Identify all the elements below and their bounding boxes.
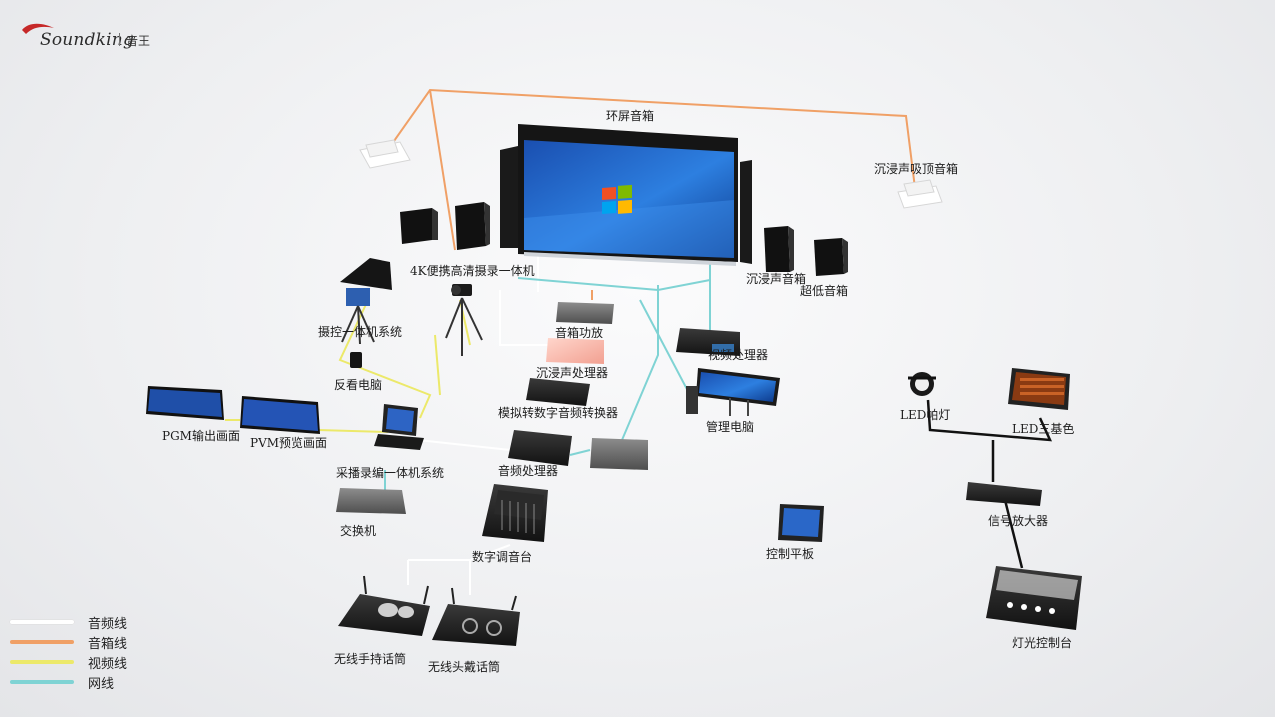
label-immersive-speaker: 沉浸声音箱 xyxy=(746,272,807,286)
immersive-processor-device xyxy=(546,338,604,364)
label-speaker-amp: 音箱功放 xyxy=(555,326,604,340)
audio-processor-device xyxy=(508,430,572,466)
grey-rack-device xyxy=(590,438,648,470)
label-led-par: LED帕灯 xyxy=(900,408,951,422)
audio-cables xyxy=(407,250,560,595)
legend-label: 音箱线 xyxy=(88,637,128,652)
network-switch-device xyxy=(336,488,406,514)
label-switch: 交换机 xyxy=(340,524,377,538)
adc-device xyxy=(526,378,590,406)
digital-mixer-device xyxy=(482,484,548,542)
wireless-handheld-receiver xyxy=(338,575,430,636)
label-video-processor: 视频处理器 xyxy=(708,348,769,362)
legend-swatch xyxy=(10,680,74,684)
label-pgm-output: PGM输出画面 xyxy=(162,429,240,443)
label-immersive-processor: 沉浸声处理器 xyxy=(536,366,609,380)
label-lighting-console: 灯光控制台 xyxy=(1012,636,1073,650)
legend-item: 网线 xyxy=(10,672,150,692)
ceiling-speaker-right xyxy=(897,179,943,209)
admin-pc-monitor xyxy=(686,368,780,416)
legend-item: 视频线 xyxy=(10,652,150,672)
immersive-speaker-cab xyxy=(764,226,794,272)
label-adc: 模拟转数字音频转换器 xyxy=(498,406,619,420)
label-pvm-preview: PVM预览画面 xyxy=(250,436,328,450)
label-return-monitor: 反看电脑 xyxy=(334,378,383,392)
legend-item: 音频线 xyxy=(10,612,150,632)
label-signal-amp: 信号放大器 xyxy=(988,514,1049,528)
label-ceiling-speaker: 沉浸声吸顶音箱 xyxy=(874,162,959,176)
label-subwoofer: 超低音箱 xyxy=(800,284,849,298)
ceiling-speaker-left xyxy=(359,139,411,169)
speaker-amp-device xyxy=(556,302,614,324)
video-cables xyxy=(225,299,471,433)
label-surround-speaker: 环屏音箱 xyxy=(606,109,655,123)
logo-wordmark: Soundking xyxy=(40,30,135,50)
logo-divider xyxy=(119,33,120,46)
label-admin-pc: 管理电脑 xyxy=(706,420,755,434)
lighting-control-cables xyxy=(926,399,1053,569)
legend-label: 网线 xyxy=(88,677,115,692)
legend-label: 音频线 xyxy=(88,617,128,632)
lighting-console-device xyxy=(986,566,1082,630)
video-processor-device xyxy=(676,328,740,356)
label-ptz-camera: 摄控一体机系统 xyxy=(318,325,403,339)
control-tablet-device xyxy=(778,504,824,542)
logo-swoosh-icon xyxy=(22,23,54,34)
label-wireless-handheld: 无线手持话筒 xyxy=(334,652,407,666)
legend-item: 音箱线 xyxy=(10,632,150,652)
broadcast-system-device xyxy=(374,404,424,450)
legend-label: 视频线 xyxy=(88,657,128,672)
camcorder-4k xyxy=(445,284,483,356)
wireless-headset-receiver xyxy=(432,587,520,646)
label-audio-processor: 音频处理器 xyxy=(498,464,559,478)
cable-legend: 音频线 音箱线 视频线 网线 xyxy=(10,612,150,692)
logo-cn-name: 音王 xyxy=(126,34,151,48)
windows-logo-icon xyxy=(602,184,632,214)
soundking-logo: Soundking 音王 xyxy=(16,20,166,54)
surround-speaker-cab-1 xyxy=(400,208,438,244)
speaker-cables xyxy=(381,88,916,300)
label-recorder-4k: 4K便携高清摄录一体机 xyxy=(410,264,535,278)
label-control-tablet: 控制平板 xyxy=(766,547,815,561)
legend-swatch xyxy=(10,660,74,664)
label-wireless-headset: 无线头戴话筒 xyxy=(428,660,501,674)
subwoofer-cab xyxy=(814,238,848,276)
pgm-output-screen xyxy=(146,386,224,420)
led-screen xyxy=(500,124,752,266)
signal-amp-device xyxy=(966,482,1042,506)
label-led-tricolor: LED三基色 xyxy=(1012,422,1075,436)
ptz-camera-rig xyxy=(340,258,392,368)
label-broadcast-system: 采播录编一体机系统 xyxy=(336,466,445,480)
label-mixer: 数字调音台 xyxy=(472,550,533,564)
legend-swatch xyxy=(10,640,74,644)
led-tricolor-light xyxy=(1008,368,1070,410)
led-par-light xyxy=(908,372,936,396)
pvm-preview-screen xyxy=(240,396,320,434)
surround-speaker-cab-2 xyxy=(455,202,490,250)
legend-swatch xyxy=(10,620,74,624)
